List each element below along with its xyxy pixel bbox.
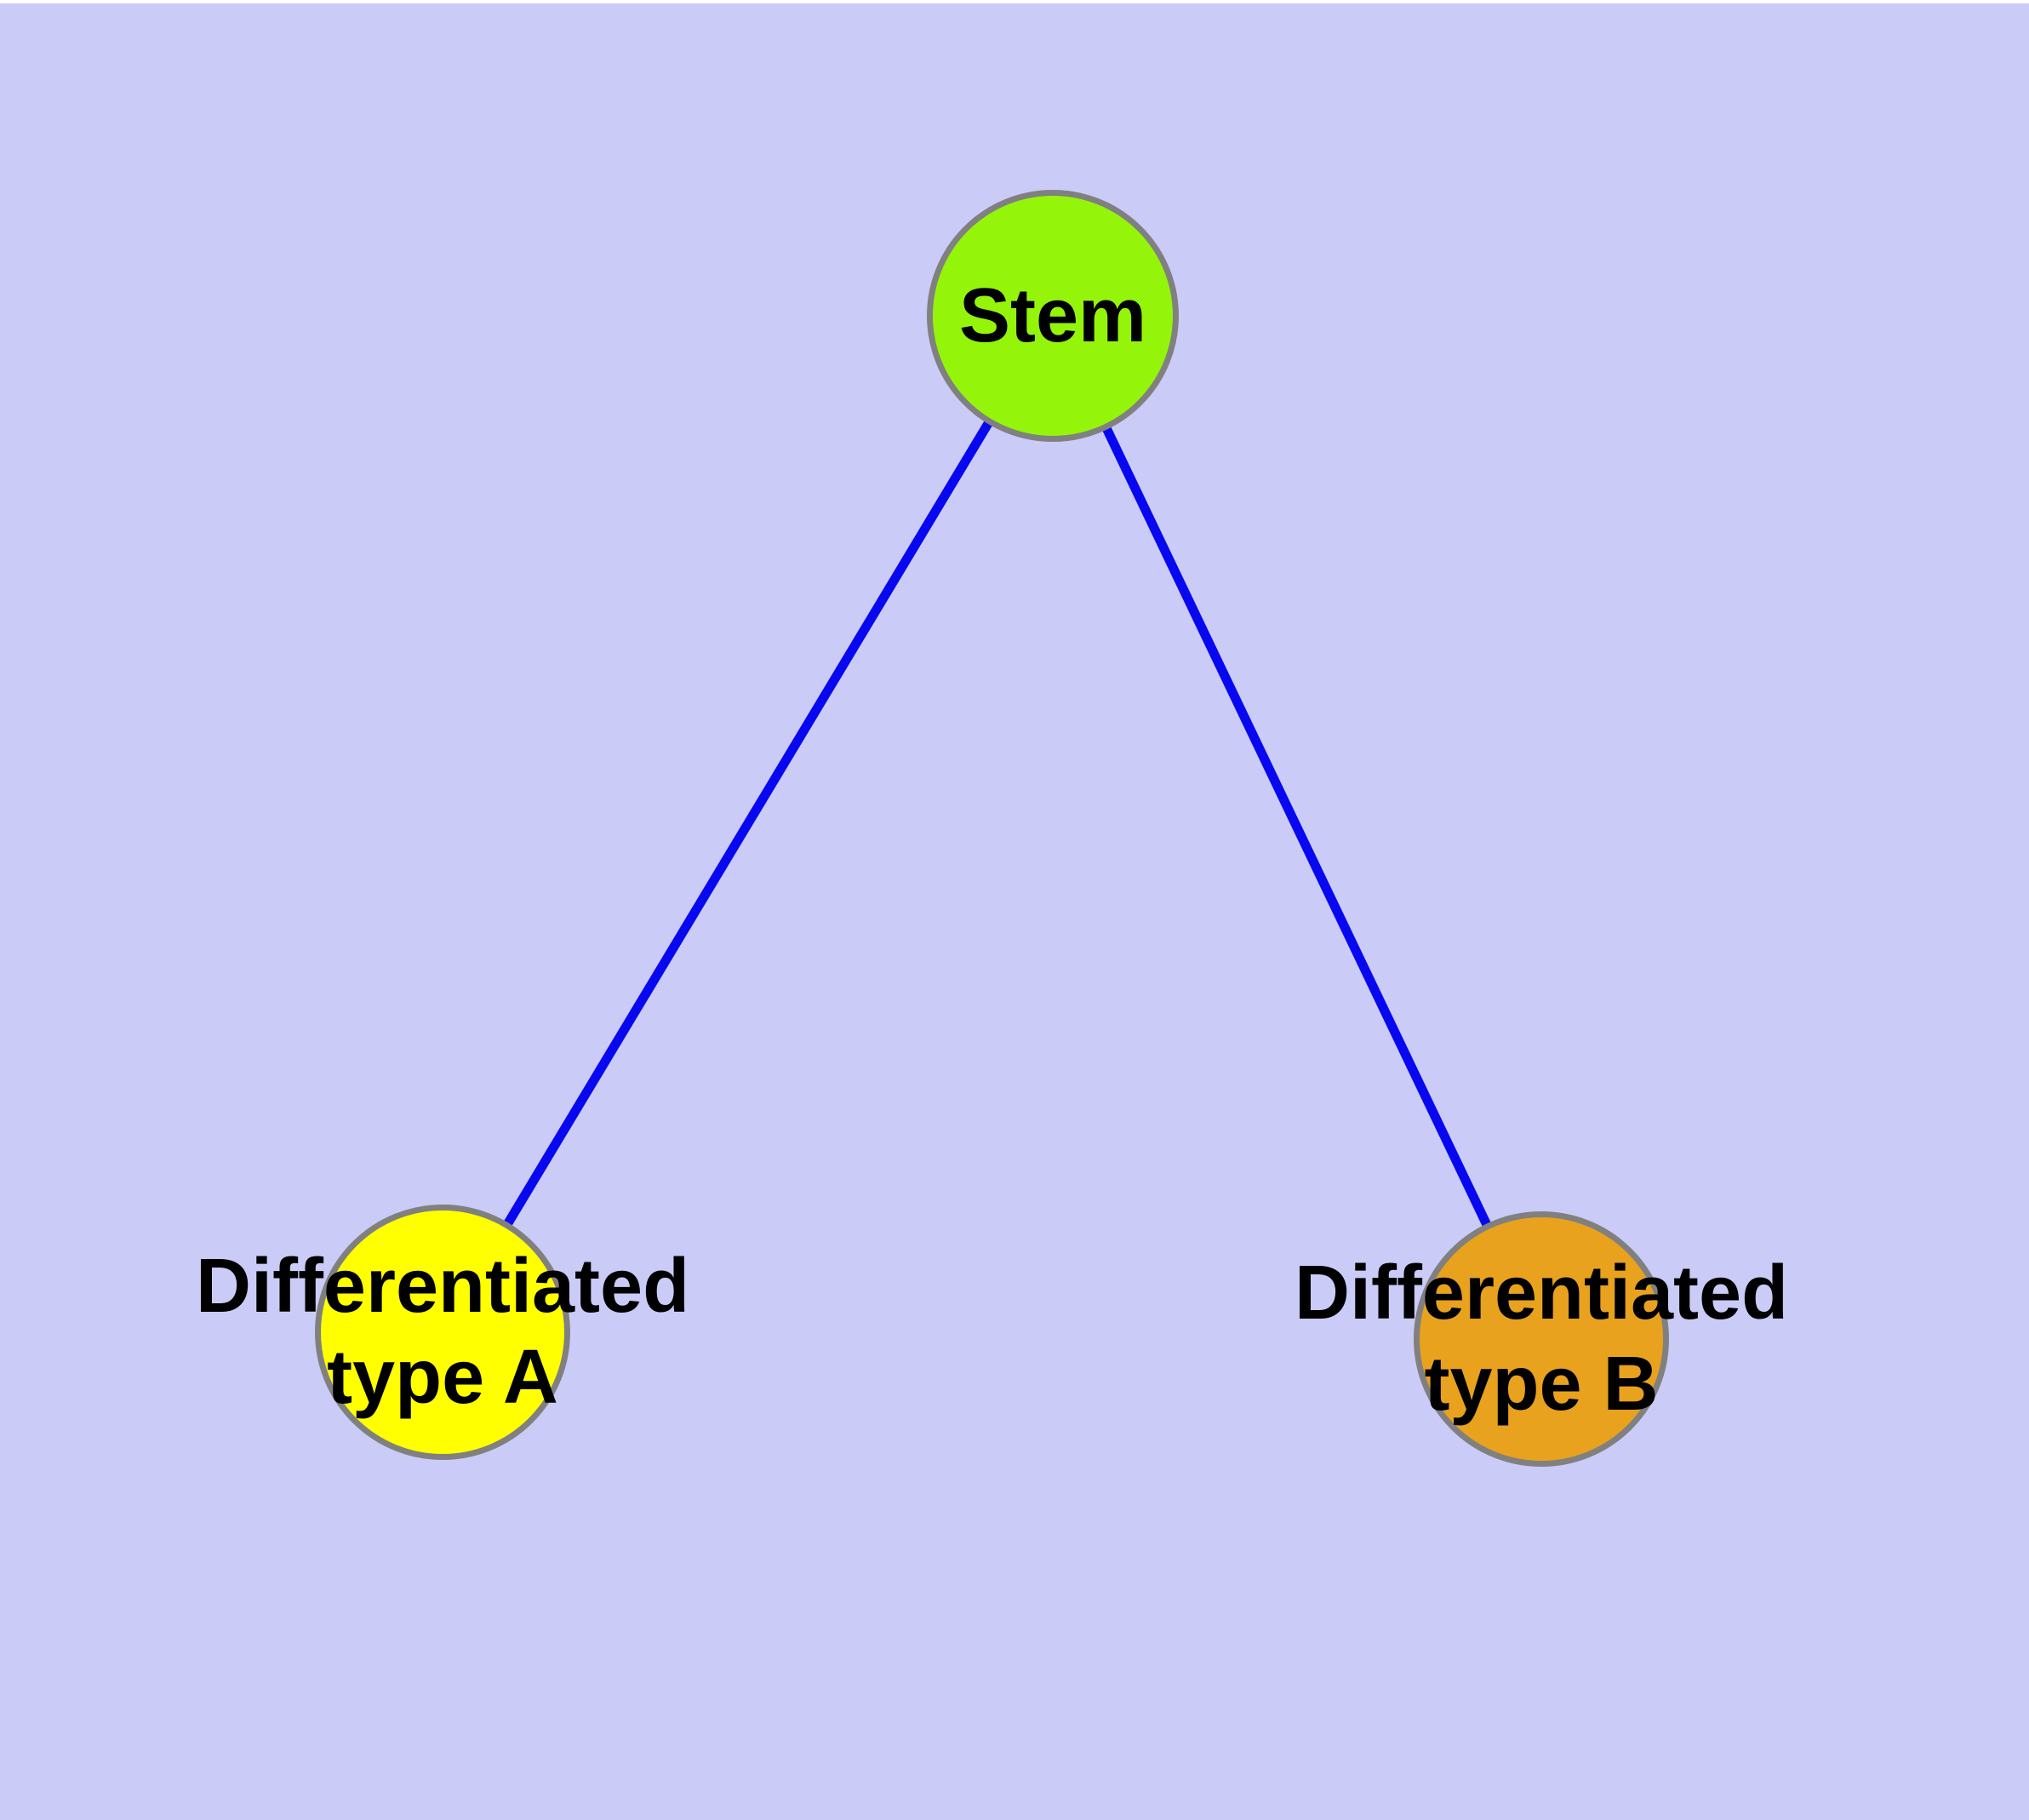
node-differentiated-type-a: Differentiated type A	[196, 1205, 689, 1460]
node-type-a-label: Differentiated type A	[195, 1244, 690, 1420]
edge-stem-to-type-b	[1049, 313, 1546, 1342]
node-differentiated-type-b: Differentiated type B	[1295, 1211, 1788, 1467]
edge-stem-to-type-a	[438, 313, 1057, 1335]
node-stem-label: Stem	[958, 272, 1147, 358]
page-top-margin	[0, 0, 2029, 3]
node-type-b-label: Differentiated type B	[1294, 1251, 1789, 1427]
node-stem-cell: Stem	[927, 190, 1179, 442]
